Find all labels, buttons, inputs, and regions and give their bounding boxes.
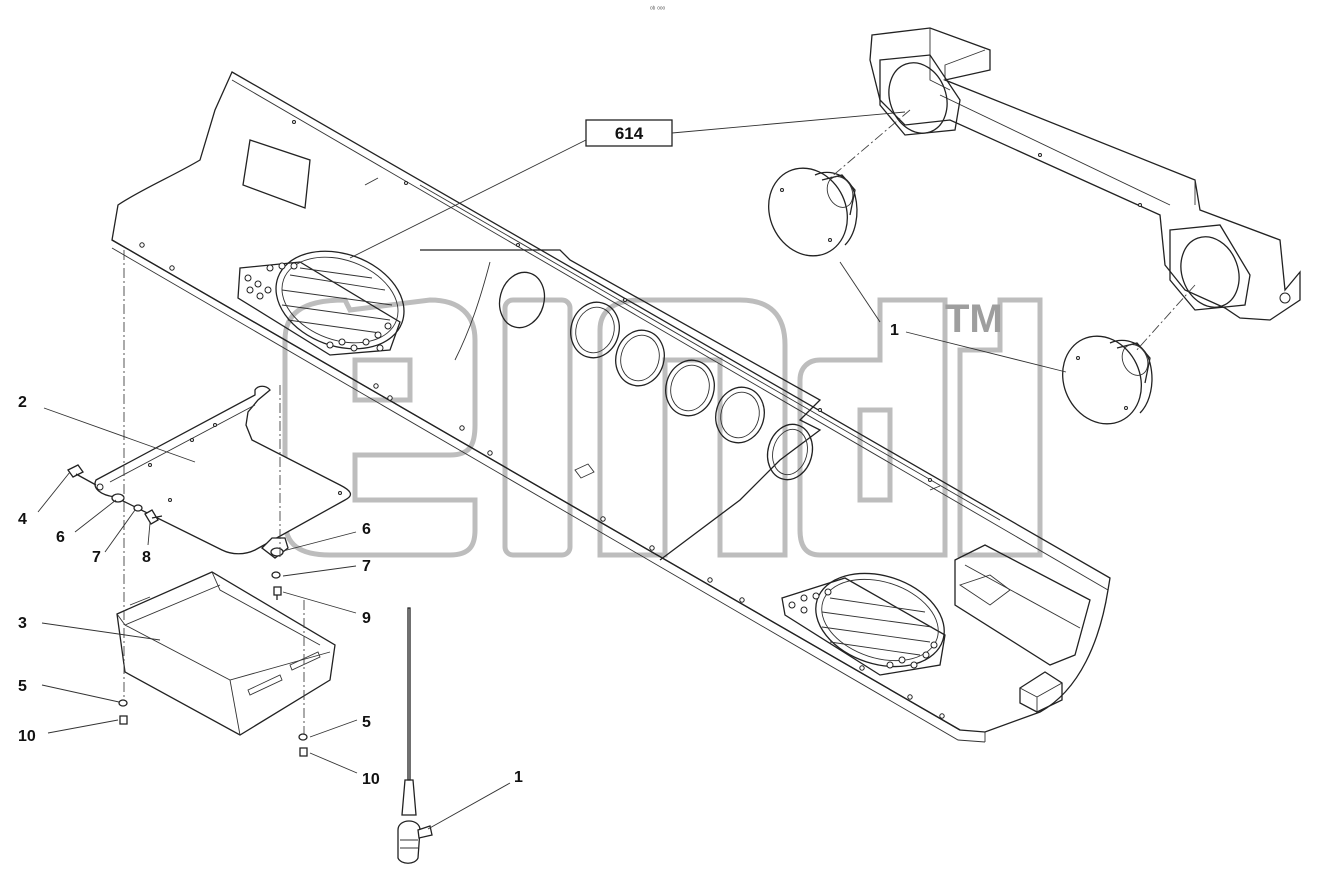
callout-washer-5-left: 5 — [18, 678, 27, 695]
callout-tray: 3 — [18, 615, 27, 632]
panel-holes — [139, 120, 945, 719]
callout-washer-7-left: 7 — [92, 549, 101, 566]
right-speaker-grille — [781, 572, 946, 676]
panel-console — [954, 544, 1091, 713]
callout-labels: 1 2 4 6 7 8 6 7 9 3 5 10 5 10 1 — [18, 322, 899, 788]
bracket-plate — [94, 385, 352, 559]
callout-bolt-9: 9 — [362, 610, 371, 627]
antenna — [397, 607, 433, 864]
watermark-logo: TM — [282, 297, 1043, 558]
callout-washer-5-right: 5 — [362, 714, 371, 731]
speaker-lower — [1062, 335, 1153, 425]
top-mark: ᵒᵇ ᵒᵒᵒ — [650, 6, 666, 13]
callout-washer-6-right: 6 — [362, 521, 371, 538]
leader-lines — [37, 261, 1067, 830]
callout-speaker: 1 — [890, 322, 899, 339]
callout-screw-4: 4 — [18, 511, 27, 528]
callout-antenna: 1 — [514, 769, 523, 786]
tray-box — [116, 571, 336, 736]
fasteners — [67, 464, 308, 757]
watermark-tm: TM — [945, 297, 1003, 341]
alignment-lines — [123, 109, 1196, 735]
reference-box-label: 614 — [615, 124, 644, 143]
speaker-upper — [768, 167, 858, 257]
headliner-panel — [111, 71, 1111, 743]
callout-bracket: 2 — [18, 394, 27, 411]
callout-bolt-8: 8 — [142, 549, 151, 566]
callout-nut-10-left: 10 — [18, 728, 36, 745]
callout-nut-10-right: 10 — [362, 771, 380, 788]
callout-washer-7-right: 7 — [362, 558, 371, 575]
panel-vents — [498, 271, 814, 481]
callout-washer-6-left: 6 — [56, 529, 65, 546]
reference-box-614: 614 — [349, 111, 906, 259]
left-speaker-grille — [237, 250, 405, 356]
upper-frame — [869, 27, 1301, 321]
